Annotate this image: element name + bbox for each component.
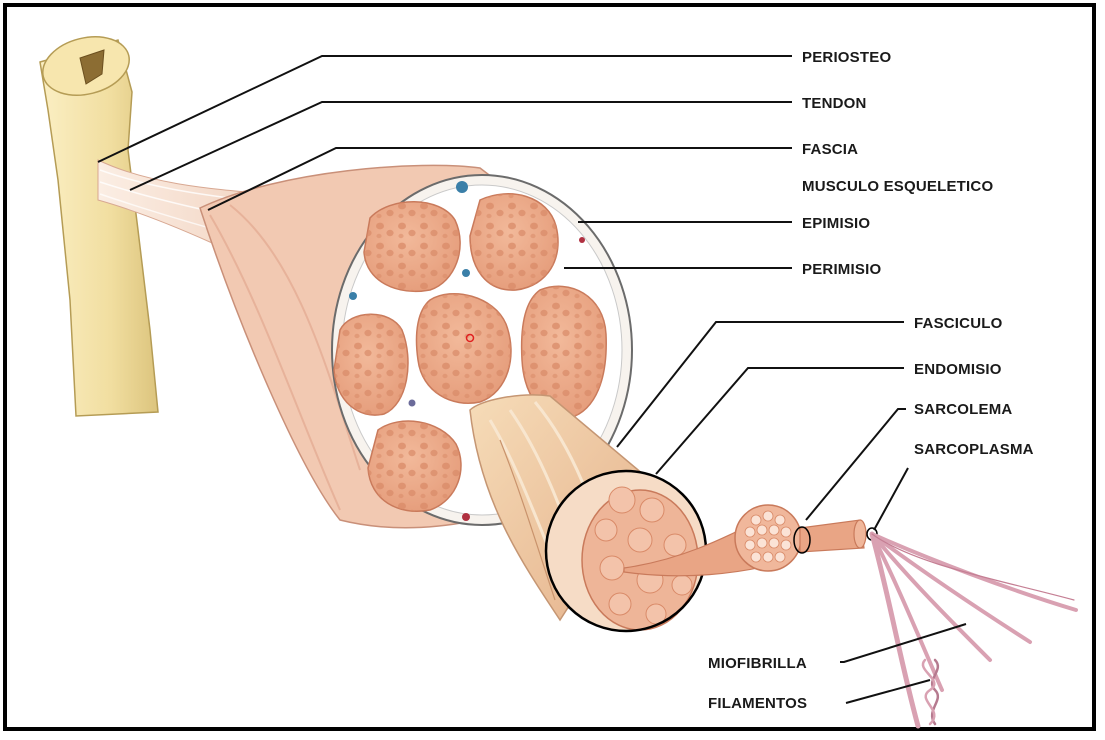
vessel-icon	[456, 181, 468, 193]
fascicle-bottom-left	[368, 421, 461, 511]
filaments	[923, 660, 938, 724]
fascicle-center	[417, 294, 511, 404]
fascicle-top-left	[364, 202, 460, 292]
label-miofibrilla: MIOFIBRILLA	[708, 655, 807, 672]
fascicle-cross-section	[546, 471, 706, 631]
label-musculo-esqueletico: MUSCULO ESQUELETICO	[802, 178, 993, 195]
label-endomisio: ENDOMISIO	[914, 361, 1002, 378]
label-filamentos: FILAMENTOS	[708, 695, 807, 712]
label-sarcolema: SARCOLEMA	[914, 401, 1012, 418]
bone	[37, 28, 158, 416]
label-epimisio: EPIMISIO	[802, 215, 870, 232]
label-periosteo: PERIOSTEO	[802, 49, 891, 66]
label-sarcoplasma: SARCOPLASMA	[914, 441, 1034, 458]
myofibrils	[872, 534, 1076, 726]
fascicle-top-right	[470, 194, 558, 290]
fascicle-mid-left	[334, 314, 408, 415]
label-tendon: TENDON	[802, 95, 867, 112]
label-fascia: FASCIA	[802, 141, 858, 158]
label-perimisio: PERIMISIO	[802, 261, 881, 278]
label-fasciculo: FASCICULO	[914, 315, 1003, 332]
